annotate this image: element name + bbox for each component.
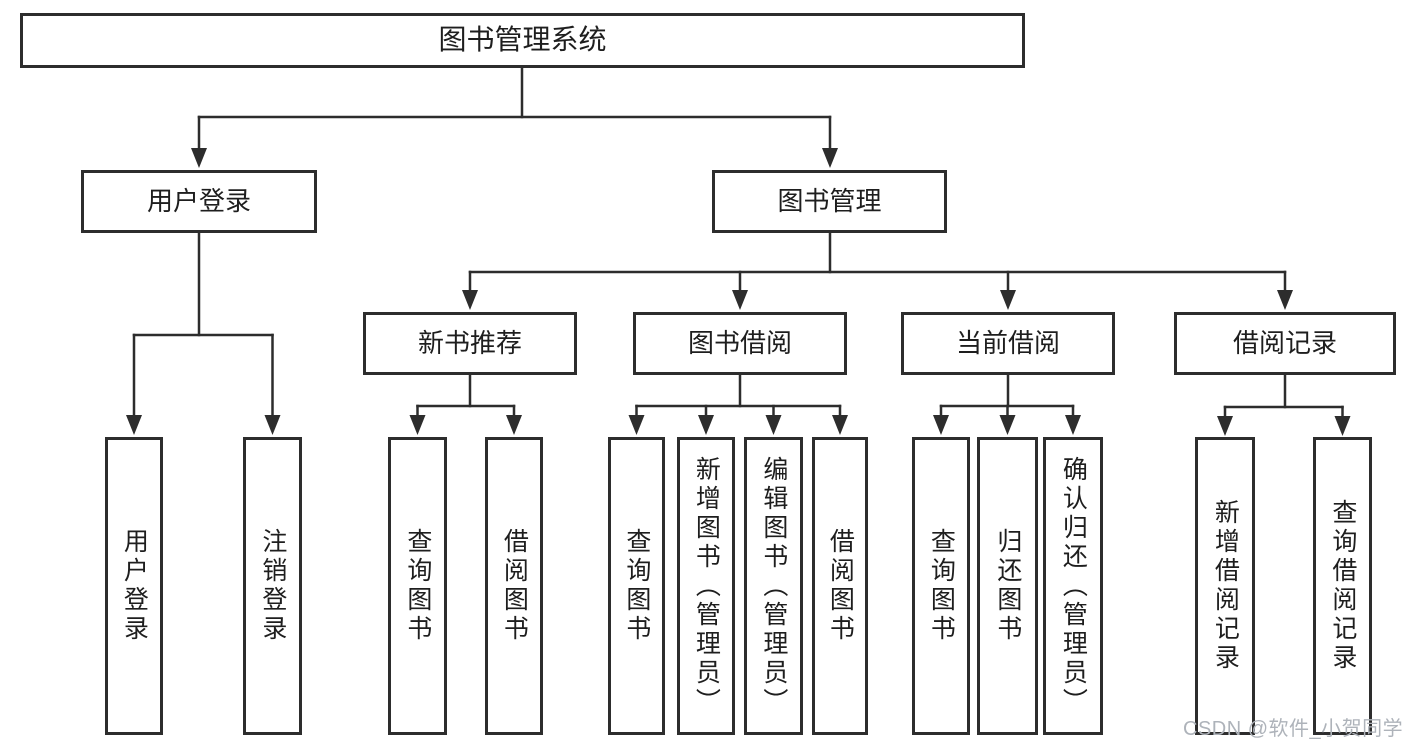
node-library-management-system: 图书管理系统 [20, 13, 1025, 68]
leaf-return-books: 归还图书 [977, 437, 1038, 735]
node-borrowing-records: 借阅记录 [1174, 312, 1396, 375]
leaf-borrow-books-recommend: 借阅图书 [485, 437, 543, 735]
leaf-query-books-current: 查询图书 [912, 437, 970, 735]
leaf-confirm-return-admin: 确认归还（管理员） [1043, 437, 1103, 735]
watermark-text: CSDN @软件_小贺同学 [1183, 718, 1404, 740]
leaf-add-books-admin: 新增图书（管理员） [677, 437, 735, 735]
node-current-borrowing: 当前借阅 [901, 312, 1115, 375]
node-book-management: 图书管理 [712, 170, 947, 233]
leaf-borrow-books-borrowing: 借阅图书 [812, 437, 868, 735]
leaf-logout: 注销登录 [243, 437, 302, 735]
leaf-add-borrow-record: 新增借阅记录 [1195, 437, 1255, 735]
leaf-query-books-borrowing: 查询图书 [608, 437, 665, 735]
leaf-query-books-recommend: 查询图书 [388, 437, 447, 735]
leaf-user-login: 用户登录 [105, 437, 163, 735]
leaf-edit-books-admin: 编辑图书（管理员） [744, 437, 803, 735]
node-user-login: 用户登录 [81, 170, 317, 233]
leaf-query-borrow-record: 查询借阅记录 [1313, 437, 1372, 735]
node-book-borrowing: 图书借阅 [633, 312, 847, 375]
node-new-book-recommend: 新书推荐 [363, 312, 577, 375]
